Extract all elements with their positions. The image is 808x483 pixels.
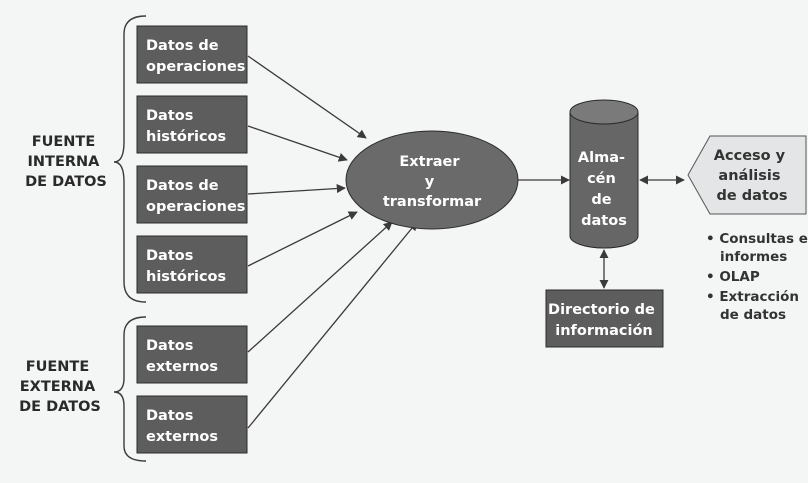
internal-source-label: FUENTE INTERNA DE DATOS xyxy=(25,134,107,190)
warehouse-line: datos xyxy=(581,213,627,229)
source-box: Datos históricos xyxy=(136,95,248,154)
internal-brace xyxy=(113,15,147,303)
flow-arrow xyxy=(247,125,348,162)
source-line: Datos xyxy=(146,338,193,354)
access-line: de datos xyxy=(717,188,788,204)
flow-arrow xyxy=(247,211,358,267)
source-line: Datos xyxy=(146,248,193,264)
warehouse-line: cén xyxy=(587,171,616,187)
source-line: operaciones xyxy=(146,59,245,75)
access-item-line: informes xyxy=(720,249,787,265)
directory-line: Directorio de xyxy=(548,302,655,318)
directory-line: información xyxy=(555,323,652,339)
source-box: Datos de operaciones xyxy=(136,165,248,224)
source-box: Datos externos xyxy=(136,395,248,454)
information-directory-node: Directorio de información xyxy=(545,289,664,348)
access-item: • OLAP xyxy=(706,269,760,285)
internal-label-line: FUENTE xyxy=(32,134,96,150)
data-warehouse-node: Alma- cén de datos xyxy=(569,99,639,249)
flow-arrow xyxy=(247,55,367,139)
source-line: externos xyxy=(146,359,218,375)
extract-line: Extraer xyxy=(399,154,460,170)
svg-text:Alma- cén de: Alma- cén de datos xyxy=(578,150,630,229)
extract-transform-node: Extraer y transformar xyxy=(345,130,519,230)
source-line: Datos de xyxy=(146,178,219,194)
extract-line: transformar xyxy=(383,194,482,210)
access-item-line: • OLAP xyxy=(706,269,760,285)
internal-label-line: INTERNA xyxy=(28,154,101,170)
flow-arrow xyxy=(247,221,393,353)
external-source-label: FUENTE EXTERNA DE DATOS xyxy=(19,359,101,415)
external-label-line: DE DATOS xyxy=(19,399,101,415)
svg-text:Directorio de informació: Directorio de información xyxy=(548,302,660,339)
external-label-line: FUENTE xyxy=(26,359,90,375)
source-line: históricos xyxy=(146,129,226,145)
access-item-line: de datos xyxy=(720,307,786,323)
source-box: Datos externos xyxy=(136,325,248,384)
svg-text:Acceso y análisis: Acceso y análisis de datos xyxy=(714,148,790,204)
source-line: Datos de xyxy=(146,38,219,54)
warehouse-line: Alma- xyxy=(578,150,625,166)
source-line: operaciones xyxy=(146,199,245,215)
access-line: análisis xyxy=(718,168,780,184)
internal-label-line: DE DATOS xyxy=(25,174,107,190)
flow-arrow xyxy=(247,221,418,429)
access-line: Acceso y xyxy=(714,148,786,164)
svg-text:Extraer y transfor: Extraer y transformar xyxy=(383,154,482,210)
source-line: históricos xyxy=(146,269,226,285)
source-box: Datos históricos xyxy=(136,235,248,294)
extract-line: y xyxy=(425,174,435,190)
external-brace xyxy=(113,316,147,462)
access-analysis-node: Acceso y análisis de datos xyxy=(687,135,807,215)
source-line: Datos xyxy=(146,408,193,424)
access-item-line: • Consultas e xyxy=(706,231,808,247)
external-label-line: EXTERNA xyxy=(20,379,96,395)
source-line: Datos xyxy=(146,108,193,124)
access-item-line: • Extracción xyxy=(706,289,799,305)
flow-arrow xyxy=(247,183,346,195)
access-item: • Consultas e informes xyxy=(706,231,808,265)
access-item: • Extracción de datos xyxy=(706,289,804,323)
warehouse-line: de xyxy=(591,192,611,208)
source-line: externos xyxy=(146,429,218,445)
source-box: Datos de operaciones xyxy=(136,25,248,84)
